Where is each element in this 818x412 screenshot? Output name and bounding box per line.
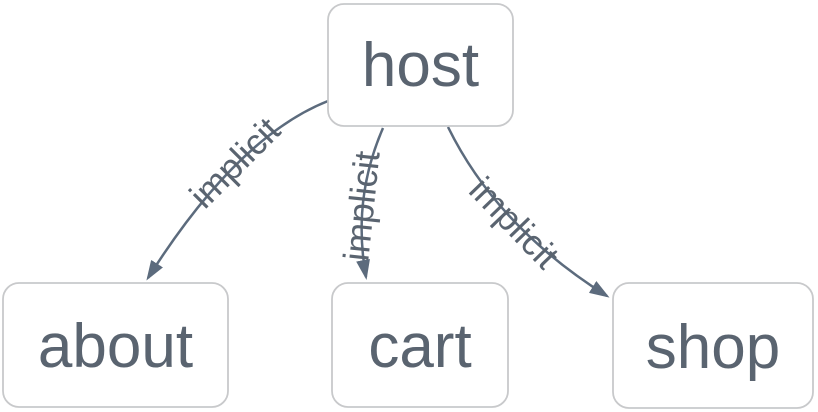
edge-host-about[interactable] (146, 99, 329, 281)
node-about[interactable]: about (2, 282, 229, 408)
edge-label-host-shop: implicit (461, 169, 567, 277)
node-shop[interactable]: shop (612, 282, 814, 409)
node-host[interactable]: host (327, 3, 514, 127)
edge-label-host-about: implicit (181, 109, 288, 216)
node-host-label: host (362, 31, 479, 100)
edge-layer (146, 99, 610, 298)
node-host-box (327, 3, 514, 127)
node-about-box (2, 282, 229, 408)
node-shop-label: shop (646, 313, 780, 382)
edge-label-layer: implicit implicit implicit (181, 109, 567, 276)
node-cart-label: cart (368, 312, 471, 381)
edge-host-cart[interactable] (356, 127, 385, 280)
node-cart[interactable]: cart (331, 282, 509, 408)
node-about-label: about (38, 312, 193, 381)
edge-host-shop[interactable] (446, 126, 610, 298)
edge-label-host-cart: implicit (335, 149, 387, 263)
node-cart-box (331, 282, 509, 408)
node-shop-box (612, 282, 814, 409)
